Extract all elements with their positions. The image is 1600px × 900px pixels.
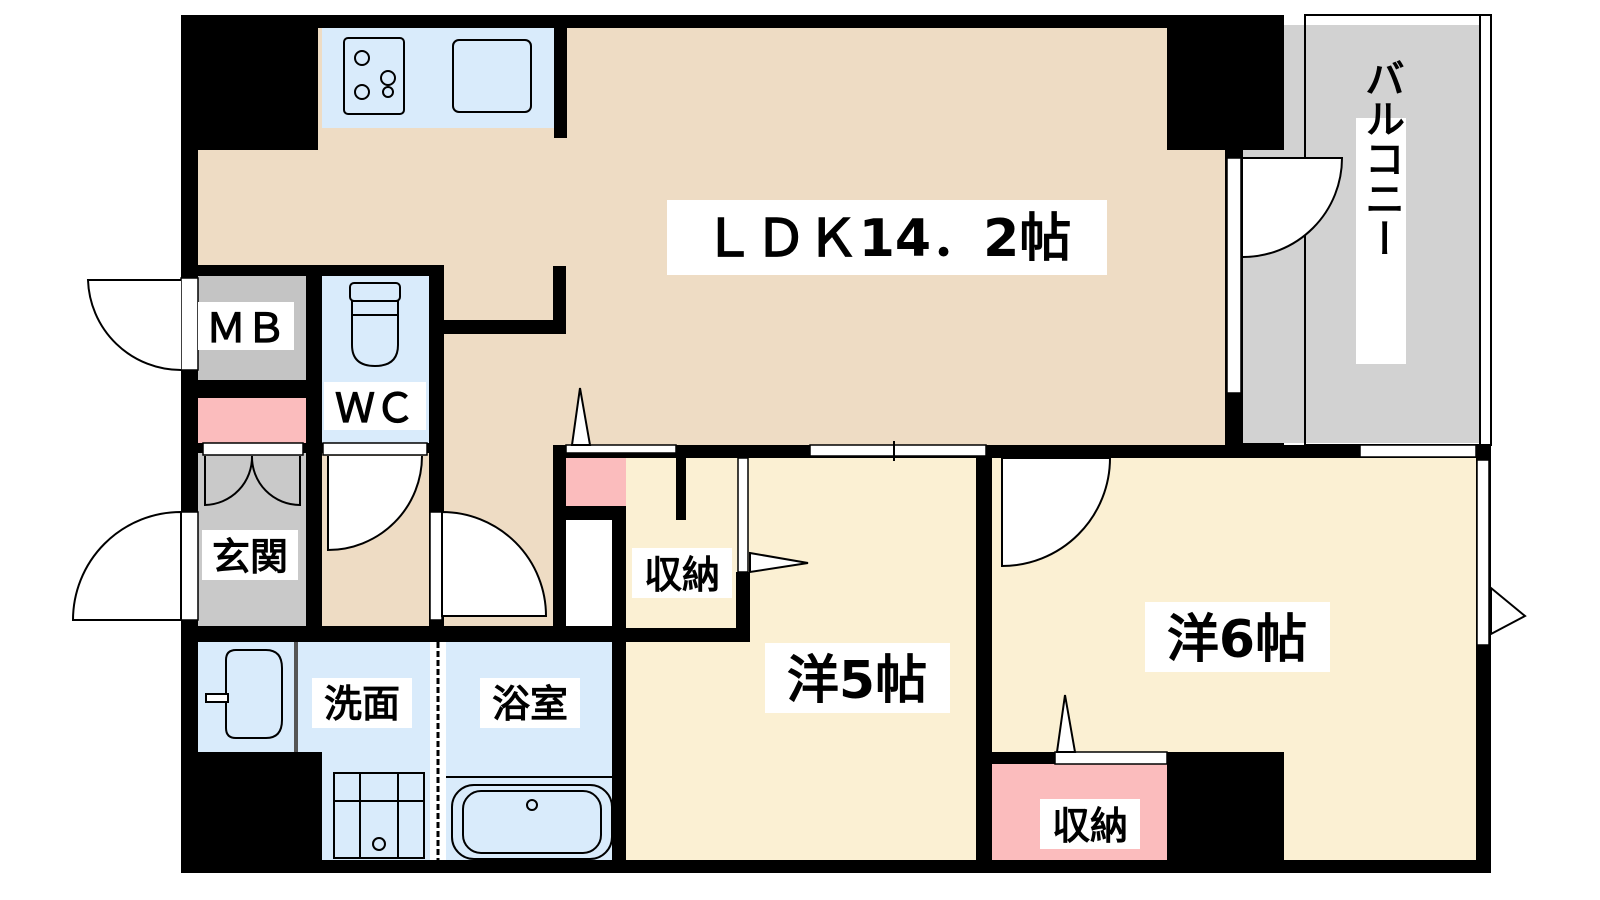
balcony-edge: [1479, 14, 1492, 446]
wc-label-bg: [324, 382, 426, 430]
balcony-door-swing[interactable]: [1242, 157, 1344, 258]
wall: [553, 445, 566, 628]
shuno-a-label: 収納: [644, 553, 720, 597]
wall: [976, 445, 992, 873]
shoe-cabinet-door-swing: [250, 455, 301, 507]
bathroom-floor: [446, 642, 616, 860]
door-strip: [429, 511, 443, 621]
wash-basin: [225, 649, 283, 739]
stove-burner: [354, 84, 370, 100]
hall-door-swing[interactable]: [441, 510, 548, 617]
wall: [686, 445, 1476, 458]
wc-door-strip: [322, 442, 428, 456]
door-strip: [180, 511, 199, 621]
washroom-floor-low: [322, 752, 430, 860]
faucet: [205, 693, 229, 703]
senmen-label: 洗面: [324, 682, 400, 726]
yo6-closet-door[interactable]: [1054, 751, 1168, 765]
wall: [181, 626, 198, 873]
ldk-floor: [198, 28, 1225, 628]
window: [1226, 157, 1242, 394]
closet-door-triangle: [570, 387, 592, 446]
shuno-b-label: 収納: [1052, 804, 1128, 848]
wall: [612, 520, 626, 860]
stove-burner: [380, 70, 396, 86]
toilet-bowl: [351, 314, 399, 368]
shoe-cabinet-door-swing: [204, 455, 254, 507]
washing-machine-drain: [372, 837, 386, 851]
ldk-label: ＬＤＫ14．2帖: [703, 209, 1072, 269]
yo5-label: 洋5帖: [787, 651, 927, 711]
yo5-closet-wall: [612, 628, 742, 642]
sliding-door[interactable]: [809, 444, 987, 457]
stove-burner: [382, 86, 394, 98]
wc-label: ＷＣ: [335, 386, 415, 432]
wall: [181, 860, 1477, 873]
closet-door-triangle: [1055, 694, 1077, 753]
wall: [181, 380, 322, 398]
shoe-cabinet: [198, 398, 306, 443]
yo5-label-bg: [765, 643, 950, 713]
wall: [294, 642, 298, 752]
door-strip: [180, 277, 199, 371]
hall-closet-white: [566, 520, 612, 626]
stove-top: [343, 37, 405, 115]
balcony-label-bg: [1356, 118, 1406, 364]
wall: [553, 506, 626, 520]
window: [1476, 459, 1490, 646]
bathtub-inner: [462, 790, 602, 854]
shoe-cabinet-door: [202, 442, 304, 456]
yo6-label-bg: [1145, 602, 1330, 672]
washing-machine: [333, 772, 425, 859]
pillar: [1167, 752, 1284, 873]
wall: [554, 15, 567, 138]
yokushitsu-label: 浴室: [492, 682, 568, 726]
window-triangle: [1490, 585, 1527, 636]
pillar: [181, 752, 322, 873]
yokushitsu-label-bg: [480, 678, 580, 728]
wall: [181, 15, 318, 150]
genkan-label-bg: [202, 530, 298, 580]
kitchen-sink: [452, 39, 532, 113]
senmen-label-bg: [312, 678, 412, 728]
wall: [1167, 15, 1284, 150]
wall: [443, 320, 564, 334]
stove-burner: [354, 50, 370, 66]
closet-door-strip: [565, 444, 677, 454]
ldk-label-bg: [667, 200, 1107, 275]
shuno-b-label-bg: [1040, 799, 1140, 849]
yo5-closet-wall: [736, 572, 750, 642]
wall: [181, 15, 198, 273]
yo6-label: 洋6帖: [1167, 610, 1307, 670]
wall: [553, 266, 566, 334]
entrance-door-swing[interactable]: [71, 510, 182, 621]
mb-label: ＭＢ: [206, 306, 286, 352]
wall: [676, 445, 686, 520]
wall: [181, 626, 616, 642]
wc-door-swing[interactable]: [327, 455, 423, 552]
closet-door-triangle: [749, 551, 809, 574]
closet-door-strip: [737, 457, 749, 573]
yo6-door-swing[interactable]: [1001, 457, 1112, 568]
genkan-label: 玄関: [212, 535, 288, 579]
window: [1359, 444, 1477, 458]
mb-door-swing[interactable]: [86, 279, 182, 371]
bathtub-drain: [526, 799, 538, 811]
wall: [306, 265, 322, 628]
shuno-a-label-bg: [632, 548, 732, 598]
balcony-label: バルコニー: [1358, 58, 1404, 258]
mb-label-bg: [198, 302, 294, 350]
